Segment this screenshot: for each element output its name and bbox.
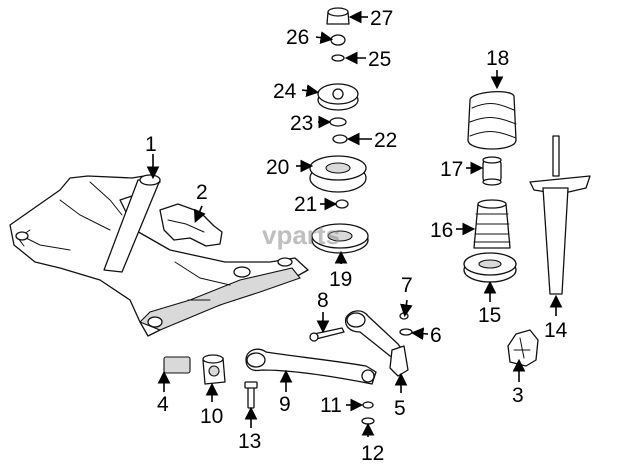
- callout-18: 18: [486, 47, 509, 70]
- svg-text:vparts: vparts: [262, 220, 340, 250]
- callout-10: 10: [200, 405, 223, 428]
- thrust-arm-5-part: [344, 310, 409, 377]
- washer-25-part: [331, 54, 345, 62]
- callout-3: 3: [512, 384, 524, 407]
- washer-22-part: [332, 134, 348, 144]
- subframe-part: [9, 174, 309, 337]
- callout-8: 8: [317, 289, 329, 312]
- callout-12: 12: [361, 442, 384, 465]
- callout-7: 7: [401, 274, 413, 297]
- bolt-8-part: [309, 327, 345, 342]
- callout-6: 6: [430, 324, 442, 347]
- callout-11: 11: [320, 394, 342, 417]
- strut-mount-stack: [309, 7, 369, 254]
- callout-26: 26: [286, 26, 309, 49]
- callout-15: 15: [478, 304, 501, 327]
- bushing-part: [202, 354, 226, 385]
- callout-13: 13: [238, 430, 261, 453]
- callout-17: 17: [440, 158, 463, 181]
- nut-21-part: [335, 199, 349, 209]
- callout-5: 5: [394, 397, 406, 420]
- callout-14: 14: [544, 319, 568, 342]
- dust-boot-16-part: [473, 199, 511, 249]
- callout-20: 20: [266, 156, 289, 179]
- callout-labels: 1 2 3 4 5 6 7 8 9 10 11 12 13 14 15 16 1…: [145, 7, 568, 465]
- strut-14-part: [529, 135, 591, 295]
- control-arm-9-part: [245, 348, 377, 385]
- nut-7-part: [399, 312, 409, 320]
- bracket-3-part: [507, 329, 539, 367]
- stabilizer-pad-part: [163, 356, 191, 374]
- callout-21: 21: [294, 193, 317, 216]
- callout-1: 1: [145, 133, 157, 156]
- callout-9: 9: [279, 393, 291, 416]
- callout-4: 4: [157, 393, 169, 416]
- bump-stop-17-part: [482, 156, 502, 186]
- callout-27: 27: [370, 7, 393, 30]
- bracket-part: [159, 203, 223, 247]
- callout-25: 25: [368, 48, 391, 71]
- leader-lines: [146, 10, 563, 437]
- callout-19: 19: [329, 268, 352, 291]
- coil-spring-18-part: [467, 90, 517, 150]
- washer-6-part: [399, 328, 413, 336]
- nut-26-part: [330, 34, 346, 46]
- callout-16: 16: [430, 219, 453, 242]
- callout-24: 24: [273, 80, 297, 103]
- callout-23: 23: [290, 112, 313, 135]
- washer-12-part: [361, 417, 375, 425]
- spring-seat-15-part: [463, 252, 517, 283]
- callout-2: 2: [196, 181, 208, 204]
- callout-22: 22: [374, 129, 397, 152]
- nut-11-part: [362, 401, 374, 409]
- bolt-13-part: [244, 381, 258, 409]
- washer-23-part: [329, 117, 347, 127]
- watermark-logo: vparts: [262, 220, 340, 250]
